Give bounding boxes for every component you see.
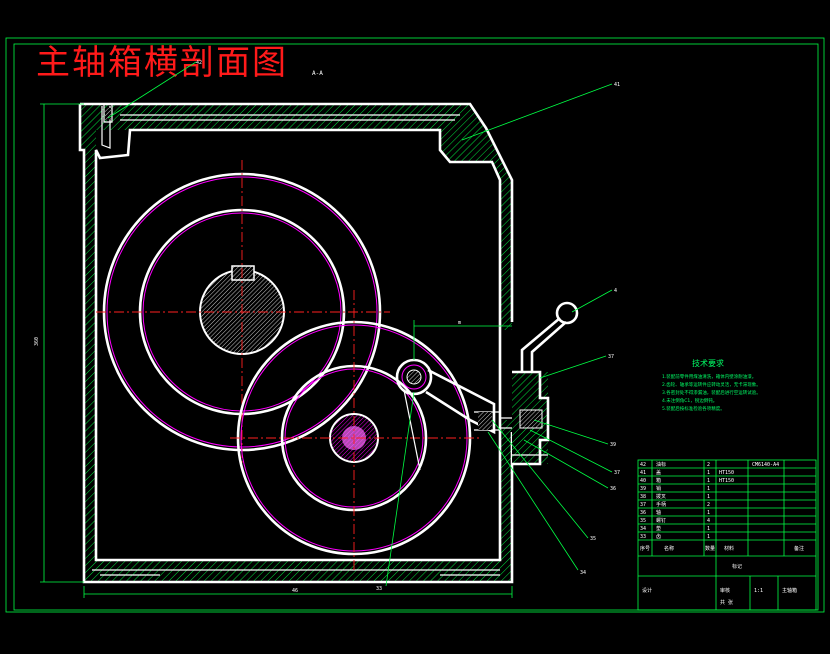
part-row-qty: 1 — [707, 494, 710, 500]
dim-height: 360 — [34, 337, 40, 346]
tech-line-2: 2.齿轮、轴承等运转件应转动灵活，无卡滞现象。 — [662, 381, 761, 388]
center-label: 标记 — [732, 563, 742, 570]
dimensions: 360 46 m — [34, 103, 513, 598]
tech-requirements: 技术要求 1.装配前零件用煤油清洗，箱体内壁涂耐油漆。 2.齿轮、轴承等运转件应… — [662, 358, 761, 412]
part-row-no: 35 — [640, 518, 646, 524]
dim-offset: m — [458, 320, 461, 326]
part-row-material: HT150 — [719, 478, 734, 484]
part-row-name: 手柄 — [656, 501, 666, 508]
inner-frame — [13, 43, 819, 611]
leaders: 42 41 4 37 39 37 36 35 34 33 — [107, 60, 620, 592]
part-row-no: 34 — [640, 526, 646, 532]
section-label: A-A — [312, 70, 323, 77]
part-row-no: 42 — [640, 462, 646, 468]
part-row-material: HT150 — [719, 470, 734, 476]
part-row-qty: 1 — [707, 510, 710, 516]
part-row-qty: 2 — [707, 462, 710, 468]
company-name: 主轴箱 — [782, 587, 797, 594]
part-row-qty: 1 — [707, 526, 710, 532]
leader-label-37a: 37 — [608, 354, 614, 360]
leader-label-36: 36 — [610, 486, 616, 492]
tech-line-1: 1.装配前零件用煤油清洗，箱体内壁涂耐油漆。 — [662, 373, 756, 380]
part-row-name: 盖 — [656, 469, 661, 476]
part-row-qty: 1 — [707, 478, 710, 484]
part-row-name: 油标 — [656, 461, 666, 468]
lower-gear — [230, 290, 480, 570]
part-row-name: 齿 — [656, 534, 661, 540]
scale: 1:1 — [754, 588, 763, 594]
title-block: CM6140-A4 42 油标 2 41 盖 1 HT150 40 箱 1 HT… — [637, 459, 817, 611]
tech-line-3: 3.各密封处不得渗漏油，装配后进行空运转试验。 — [662, 389, 761, 396]
leader-label-39: 39 — [610, 442, 616, 448]
part-row-no: 38 — [640, 494, 646, 500]
part-row-qty: 1 — [707, 486, 710, 492]
part-row-name: 垫 — [656, 525, 661, 532]
drawing-title: 主轴箱横剖面图 — [36, 43, 288, 83]
header-qty: 数量 — [705, 545, 715, 552]
leader-label-35: 35 — [590, 536, 596, 542]
parts-header: 序号 名称 数量 材料 备注 — [640, 545, 804, 552]
leader-label-4: 4 — [614, 288, 617, 294]
leader-label-33: 33 — [376, 586, 382, 592]
part-row-qty: 1 — [707, 534, 710, 540]
leader-label-37b: 37 — [614, 470, 620, 476]
part-row-name: 拨叉 — [656, 493, 666, 500]
leader-label-42: 42 — [196, 60, 202, 66]
footer-designer: 设计 — [642, 587, 652, 594]
part-row-qty: 2 — [707, 502, 710, 508]
header-material: 材料 — [724, 545, 734, 552]
tech-line-4: 4.未注倒角C1，锐边倒钝。 — [662, 397, 717, 404]
tech-line-5: 5.装配后按标准检验各项精度。 — [662, 405, 725, 412]
header-no: 序号 — [640, 545, 650, 552]
leader-label-41: 41 — [614, 82, 620, 88]
footer-checker: 审核 — [720, 587, 730, 594]
part-row-name: 销 — [656, 485, 661, 492]
part-row-no: 37 — [640, 502, 646, 508]
part-row-qty: 1 — [707, 470, 710, 476]
part-row-qty: 4 — [707, 518, 710, 524]
outer-frame — [5, 37, 825, 613]
part-row-no: 40 — [640, 478, 646, 484]
tech-heading: 技术要求 — [692, 358, 724, 368]
part-row-name: 螺钉 — [656, 517, 666, 524]
leader-label-34: 34 — [580, 570, 586, 576]
handle-assembly — [500, 301, 579, 466]
part-row-name: 轴 — [656, 509, 661, 516]
part-row-no: 39 — [640, 486, 646, 492]
part-row-no: 41 — [640, 470, 646, 476]
header-name: 名称 — [664, 545, 674, 552]
part-row-no: 36 — [640, 510, 646, 516]
oil-gauge — [103, 104, 113, 123]
header-note: 备注 — [794, 545, 804, 552]
shift-fork — [395, 358, 500, 471]
part-row-no: 33 — [640, 534, 646, 540]
drawing-number: CM6140-A4 — [752, 462, 779, 468]
parts-list: 42 油标 2 41 盖 1 HT150 40 箱 1 HT150 39 销 1… — [640, 461, 734, 540]
dim-width: 46 — [292, 588, 298, 594]
sheet-count: 共 张 — [720, 599, 733, 606]
part-row-name: 箱 — [656, 477, 661, 484]
